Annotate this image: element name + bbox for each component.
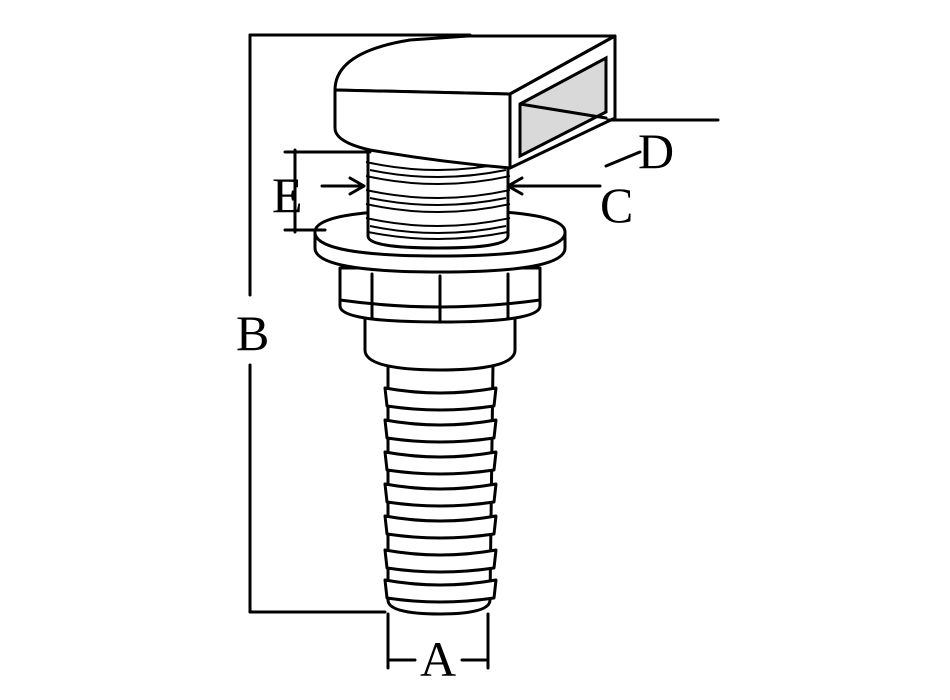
label-b: B (236, 305, 269, 361)
dimension-d (604, 118, 720, 168)
label-c: C (600, 177, 633, 233)
hose-barb (383, 360, 498, 616)
scoop-head (333, 34, 617, 170)
dimension-c (506, 176, 602, 196)
label-e: E (272, 167, 303, 223)
dimension-a (386, 612, 490, 670)
label-a: A (420, 631, 456, 687)
dimension-b (248, 33, 472, 614)
lower-collar (363, 316, 517, 372)
hex-nut (338, 266, 542, 324)
threads (365, 148, 511, 250)
label-d: D (638, 123, 674, 179)
dimension-e (283, 148, 372, 234)
